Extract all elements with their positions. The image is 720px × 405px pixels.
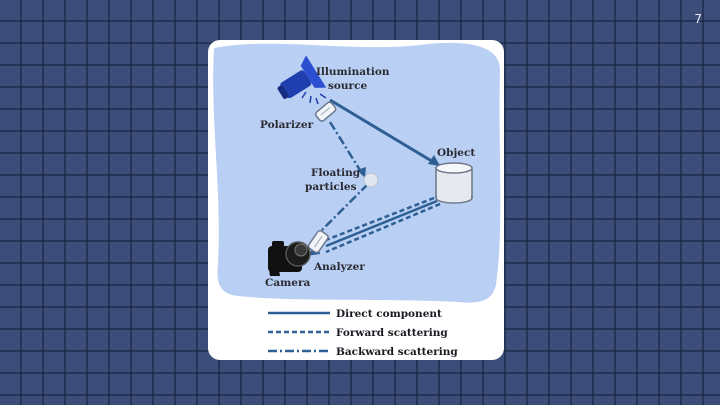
forward-beam-2 (325, 202, 441, 254)
label-object: Object (437, 147, 475, 159)
legend-label-backward: Backward scattering (336, 346, 458, 358)
direct-beam-in (329, 98, 441, 168)
legend-label-direct: Direct component (336, 308, 442, 320)
direct-beam-out (325, 199, 438, 248)
direct-beam-arrowhead (428, 155, 440, 166)
label-illumination-line1: Illumination (316, 66, 390, 78)
label-floating-line2: particles (305, 181, 357, 193)
diagram-card: Illumination source Polarizer Object Flo… (208, 40, 504, 360)
light-rays-icon (301, 91, 327, 105)
backscatter-beam-in (328, 121, 365, 176)
backscatter-beam-out (315, 183, 369, 237)
legend: Direct component Forward scattering Back… (268, 308, 458, 358)
label-illumination-line2: source (328, 80, 367, 92)
legend-label-forward: Forward scattering (336, 327, 448, 339)
illumination-lamp-icon (277, 55, 327, 99)
backscatter-arrowhead-in (357, 167, 366, 178)
diagram-canvas: Illumination source Polarizer Object Flo… (213, 42, 501, 358)
forward-beam-1 (325, 196, 435, 242)
slide-number: 7 (694, 12, 702, 26)
analyzer-icon (307, 229, 329, 254)
label-polarizer: Polarizer (260, 119, 314, 131)
label-floating-line1: Floating (311, 167, 361, 179)
label-camera: Camera (265, 277, 310, 289)
camera-icon (268, 241, 311, 276)
label-analyzer: Analyzer (313, 261, 365, 273)
polarizer-icon (314, 101, 337, 122)
floating-particle-icon (363, 172, 379, 188)
scene-background (213, 42, 501, 303)
object-cylinder-icon (435, 162, 473, 204)
